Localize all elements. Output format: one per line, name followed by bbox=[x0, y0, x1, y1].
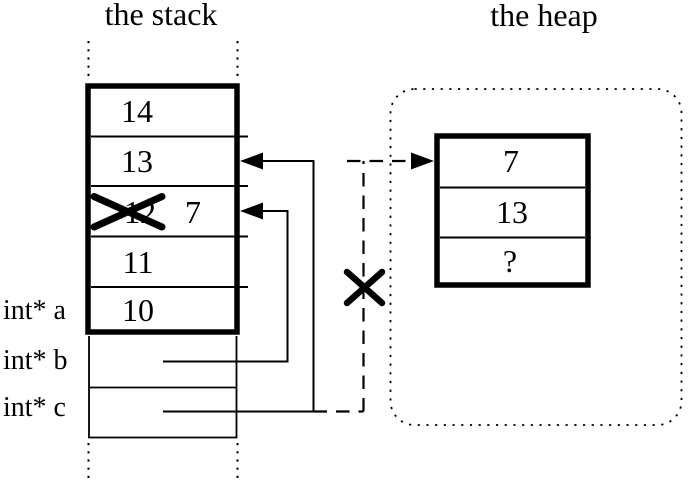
pointer-b-label: int* b bbox=[3, 345, 68, 376]
heap-cell-0: 7 bbox=[503, 143, 519, 179]
stack-row-separators bbox=[91, 135, 248, 288]
stack-cell-3: 11 bbox=[122, 244, 154, 280]
stack-cell-2-old-value: 12 bbox=[124, 194, 156, 230]
heap-title: the heap bbox=[490, 0, 598, 33]
stack-cell-2-new-value: 7 bbox=[185, 194, 201, 230]
heap-cell-2: ? bbox=[502, 243, 518, 279]
heap-frame bbox=[434, 133, 591, 288]
dangling-pointer-arrowhead-icon bbox=[411, 152, 434, 170]
stack-cell-4: 10 bbox=[122, 292, 154, 328]
stack-cell-0: 14 bbox=[121, 93, 153, 129]
stack-title: the stack bbox=[104, 0, 218, 32]
pointer-c-line bbox=[163, 160, 315, 413]
pointer-cells-outline bbox=[88, 336, 238, 439]
heap-region-dotted-outline bbox=[389, 88, 683, 426]
pointer-b-line bbox=[163, 210, 289, 363]
stack-dotted-guides bbox=[87, 41, 239, 483]
pointer-a-label: int* a bbox=[3, 295, 66, 326]
pointer-c-arrowhead-icon bbox=[240, 152, 263, 170]
pointer-c-label: int* c bbox=[3, 392, 66, 423]
cross-out-x-icon bbox=[90, 193, 166, 231]
heap-cell-1: 13 bbox=[496, 194, 528, 230]
stack-cell-1: 13 bbox=[121, 143, 153, 179]
stack-frame bbox=[85, 83, 240, 335]
broken-link-x-icon bbox=[343, 268, 386, 307]
pointer-b-arrowhead-icon bbox=[240, 202, 263, 220]
heap-row-separators bbox=[440, 186, 585, 239]
